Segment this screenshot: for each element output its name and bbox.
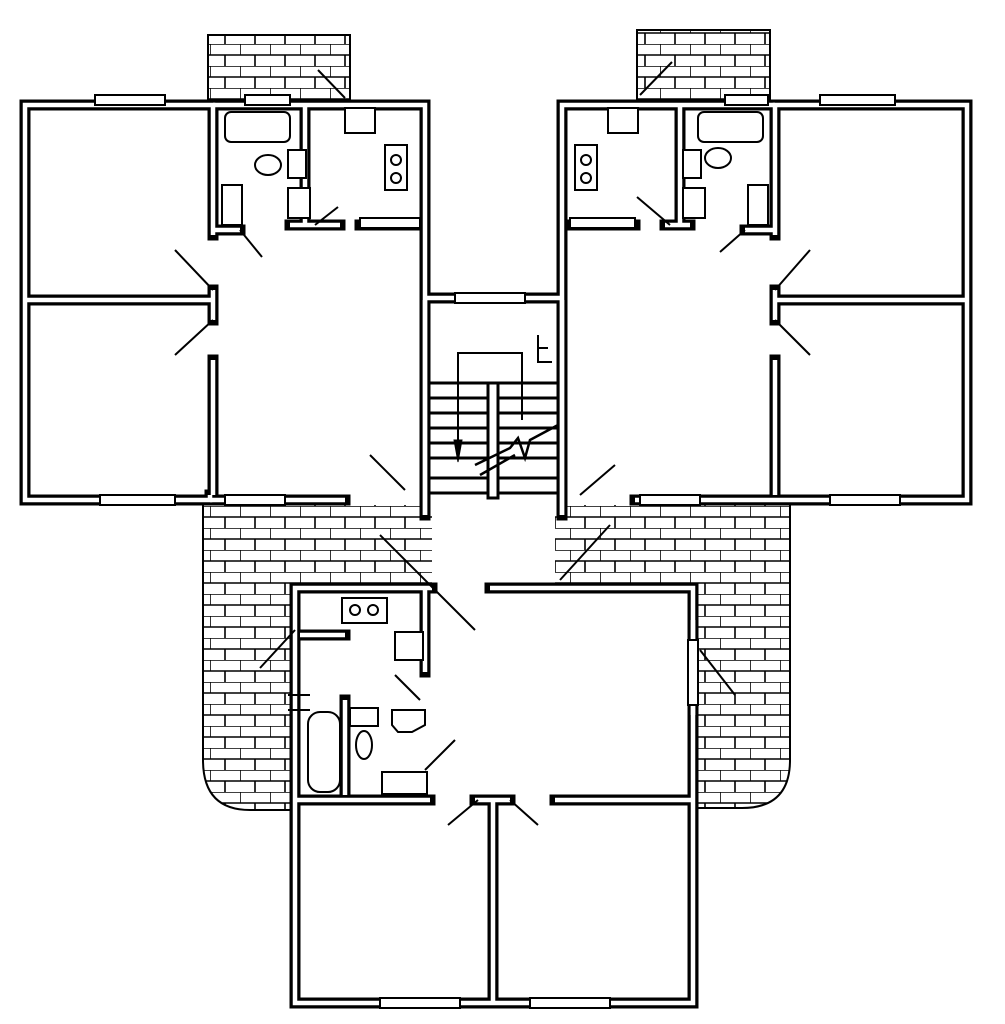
toilet-icon: [254, 154, 282, 176]
door-swing: [424, 739, 456, 771]
door-swing: [174, 319, 214, 356]
arrow-down-icon: [453, 439, 463, 463]
door-swing: [259, 629, 296, 669]
door-swing: [394, 674, 421, 701]
window: [687, 639, 699, 706]
door-swing: [379, 534, 476, 631]
door-swing: [447, 799, 479, 826]
door-swing: [719, 229, 746, 253]
door-swing: [579, 464, 616, 496]
door-swing: [636, 196, 671, 226]
door-swing: [314, 206, 339, 226]
window: [529, 997, 611, 1009]
door-swing: [559, 524, 611, 581]
stairs: [430, 335, 559, 500]
window: [454, 292, 526, 304]
window: [99, 494, 176, 506]
window: [359, 217, 421, 229]
window: [244, 94, 291, 106]
window: [379, 997, 461, 1009]
window: [829, 494, 901, 506]
sink-icon: [341, 597, 388, 624]
windows: [94, 94, 901, 1009]
door-swing: [369, 454, 406, 491]
toilet-icon: [704, 147, 732, 169]
door-swing: [774, 249, 811, 291]
door-swing: [509, 799, 539, 826]
door-swing: [317, 69, 346, 99]
window: [724, 94, 769, 106]
stair-handrail: [486, 381, 500, 500]
door-swing: [774, 319, 811, 356]
stair-up-label: 上: [540, 343, 560, 367]
toilet-icon: [355, 730, 373, 760]
bathtub-icon: [224, 111, 291, 143]
door-swings: [174, 61, 811, 826]
window: [569, 217, 636, 229]
window: [819, 94, 896, 106]
window: [639, 494, 701, 506]
bathtub-icon: [697, 111, 764, 143]
door-swing: [699, 649, 736, 696]
window: [94, 94, 166, 106]
bathtub-icon: [307, 711, 341, 793]
window: [224, 494, 286, 506]
door-swing: [174, 249, 214, 291]
fixtures: [221, 107, 769, 795]
door-swing: [239, 229, 263, 258]
door-swing: [639, 61, 673, 96]
